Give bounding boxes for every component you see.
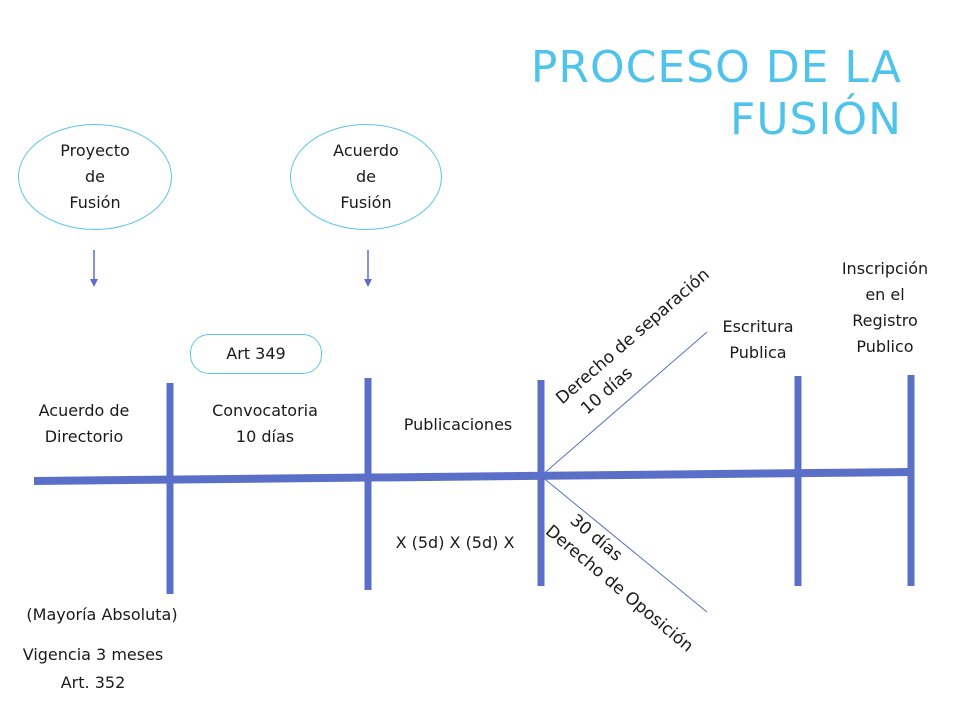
stage-acuerdo-directorio-line-1: Acuerdo de (38, 401, 130, 420)
mayoria-absoluta-note: (Mayoría Absoluta) (26, 605, 178, 624)
acuerdo-fusion-bubble: Acuerdo de Fusión (290, 124, 442, 230)
acuerdo-line-1: Acuerdo (333, 141, 399, 160)
stage-convocatoria-line-1: Convocatoria (212, 401, 318, 420)
art349-bubble: Art 349 (190, 334, 322, 374)
proyecto-fusion-bubble: Proyecto de Fusión (18, 124, 172, 230)
stage-escritura-line-2: Publica (729, 343, 787, 362)
stage-inscripcion-line-1: Inscripción (841, 259, 929, 278)
title-line-2: FUSIÓN (730, 94, 902, 145)
art352-note: Art. 352 (60, 673, 126, 692)
stage-escritura-line-1: Escritura (722, 317, 794, 336)
stage-publicaciones: Publicaciones (403, 415, 513, 434)
stage-convocatoria: Convocatoria 10 días (190, 398, 340, 450)
stage-acuerdo-directorio: Acuerdo de Directorio (14, 398, 154, 450)
stage-convocatoria-line-2: 10 días (235, 427, 295, 446)
page-title: PROCESO DE LA FUSIÓN (531, 42, 902, 146)
stage-acuerdo-directorio-line-2: Directorio (44, 427, 124, 446)
main-timeline (33, 468, 913, 485)
proyecto-line-3: Fusión (69, 193, 121, 212)
stage-inscripcion-line-4: Publico (856, 337, 914, 356)
publicaciones-interval: X (5d) X (5d) X (395, 533, 515, 552)
art349-label: Art 349 (226, 344, 286, 363)
branch-separacion-line (540, 331, 708, 477)
acuerdo-line-2: de (356, 167, 376, 186)
proyecto-line-1: Proyecto (60, 141, 130, 160)
arrow-acuerdo-head (364, 279, 372, 287)
branch-oposicion-line (540, 475, 708, 613)
title-line-1: PROCESO DE LA (530, 42, 902, 93)
stage-escritura: Escritura Publica (708, 314, 808, 366)
proyecto-line-2: de (85, 167, 105, 186)
stage-inscripcion: Inscripción en el Registro Publico (820, 256, 950, 360)
stage-inscripcion-line-2: en el (865, 285, 905, 304)
acuerdo-line-3: Fusión (340, 193, 392, 212)
vigencia-note: Vigencia 3 meses (22, 645, 164, 664)
arrow-proyecto-head (90, 279, 98, 287)
stage-inscripcion-line-3: Registro (852, 311, 918, 330)
